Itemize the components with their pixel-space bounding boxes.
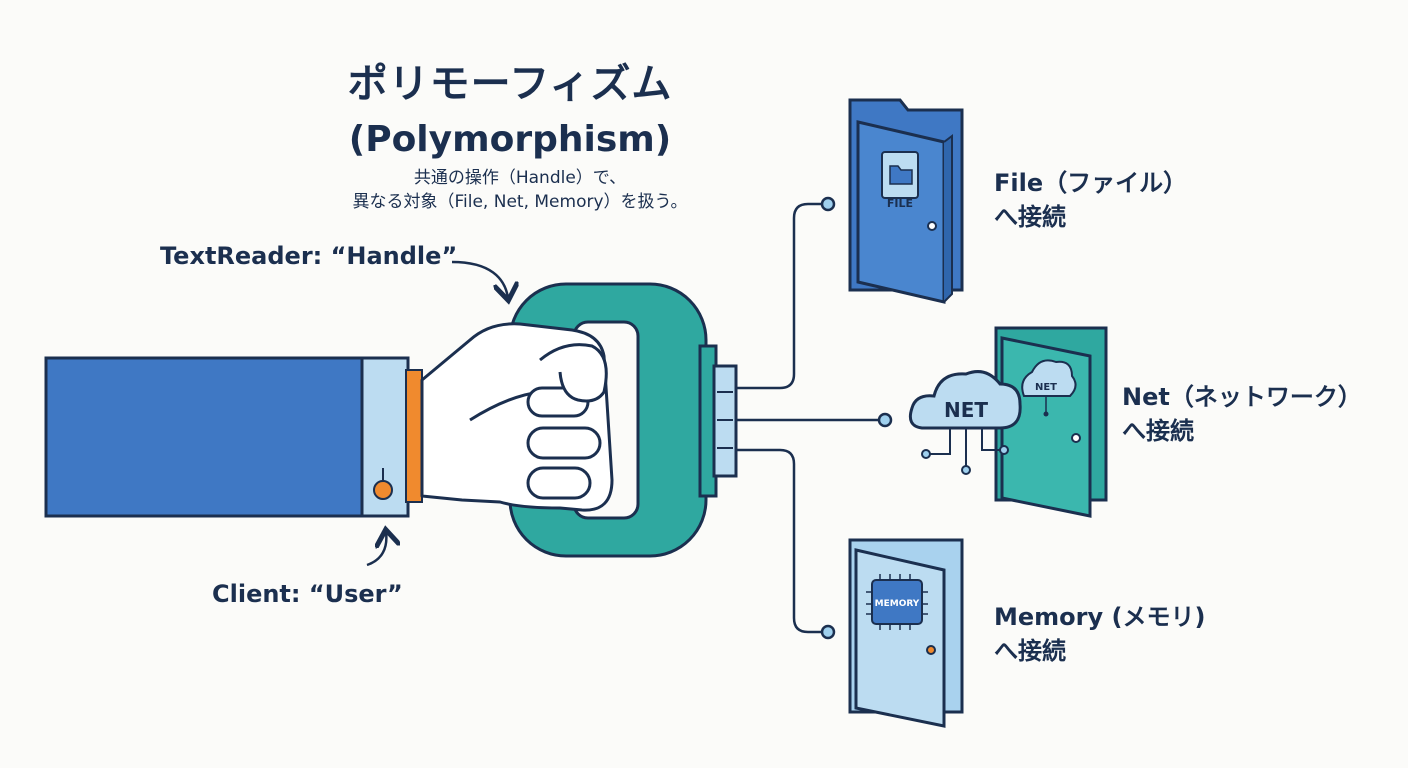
connector-node-memory: [820, 624, 836, 640]
memory-door-icon: [848, 538, 964, 728]
connector-node-net: [877, 412, 893, 428]
net-target-label: Net（ネットワーク） へ接続: [1122, 380, 1362, 448]
file-target-label: File（ファイル） へ接続: [994, 166, 1187, 234]
file-target-line-1: File（ファイル）: [994, 169, 1188, 197]
client-label: Client: “User”: [212, 580, 403, 608]
handle-label: TextReader: “Handle”: [160, 242, 458, 270]
file-badge-text: FILE: [887, 197, 913, 210]
net-cloud-icon: [908, 370, 1022, 475]
net-door-icon: [994, 326, 1108, 518]
hand-icon: [420, 322, 614, 512]
memory-target-line-2: へ接続: [994, 637, 1066, 665]
net-cloud-text: NET: [944, 398, 988, 422]
memory-target-line-1: Memory (メモリ): [994, 603, 1206, 631]
page-title: ポリモーフィズム: [347, 61, 673, 107]
description-line-2: 異なる対象（File, Net, Memory）を扱う。: [352, 192, 688, 212]
description-line-1: 共通の操作（Handle）で、: [413, 168, 627, 188]
connector-node-file: [820, 196, 836, 212]
page-subtitle: (Polymorphism): [348, 119, 672, 160]
connectors: [736, 202, 880, 634]
arm-sleeve: [44, 356, 423, 518]
memory-target-label: Memory (メモリ) へ接続: [994, 600, 1205, 668]
file-door-icon: [848, 98, 964, 304]
net-target-line-2: へ接続: [1122, 417, 1194, 445]
client-arrow: [366, 532, 386, 567]
memory-badge-text: MEMORY: [875, 599, 920, 609]
description: 共通の操作（Handle）で、 異なる対象（File, Net, Memory）…: [300, 166, 740, 214]
handle-arrow: [451, 260, 508, 298]
cuff-button-icon: [373, 480, 393, 500]
net-target-line-1: Net（ネットワーク）: [1122, 383, 1362, 411]
net-door-badge-text: NET: [1035, 382, 1057, 393]
file-target-line-2: へ接続: [994, 203, 1066, 231]
